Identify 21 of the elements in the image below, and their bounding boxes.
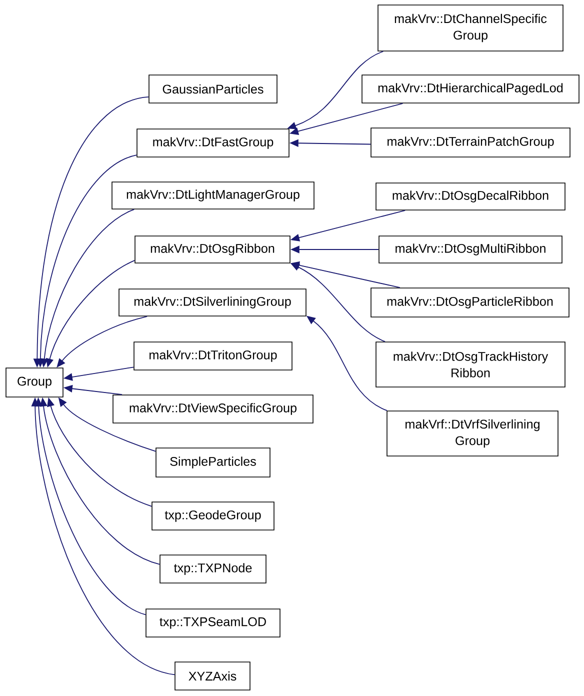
class-box: txp::GeodeGroup <box>152 502 274 530</box>
class-box: makVrf::DtVrfSilverlining Group <box>386 410 558 456</box>
class-box: makVrv::DtOsgRibbon <box>134 236 290 264</box>
class-box: makVrv::DtOsgTrackHistory Ribbon <box>376 342 566 388</box>
class-box: makVrv::DtTritonGroup <box>134 342 292 370</box>
class-box: makVrv::DtViewSpecificGroup <box>112 394 314 424</box>
class-box: Group <box>6 368 64 398</box>
class-box: makVrv::DtSilverliningGroup <box>118 288 306 316</box>
class-box: makVrv::DtOsgParticleRibbon <box>370 288 570 318</box>
class-box: makVrv::DtOsgDecalRibbon <box>376 182 566 210</box>
class-box: txp::TXPSeamLOD <box>146 608 280 638</box>
class-box: makVrv::DtFastGroup <box>136 128 290 158</box>
class-box: XYZAxis <box>174 662 250 690</box>
class-box: GaussianParticles <box>148 74 278 104</box>
class-box: makVrv::DtOsgMultiRibbon <box>378 236 562 264</box>
class-box: makVrv::DtChannelSpecific Group <box>378 4 564 52</box>
class-box: txp::TXPNode <box>160 554 266 584</box>
class-box: makVrv::DtLightManagerGroup <box>112 182 314 210</box>
class-box: makVrv::DtHierarchicalPagedLod <box>362 74 580 104</box>
class-box: SimpleParticles <box>156 448 270 478</box>
class-box: makVrv::DtTerrainPatchGroup <box>370 128 570 158</box>
